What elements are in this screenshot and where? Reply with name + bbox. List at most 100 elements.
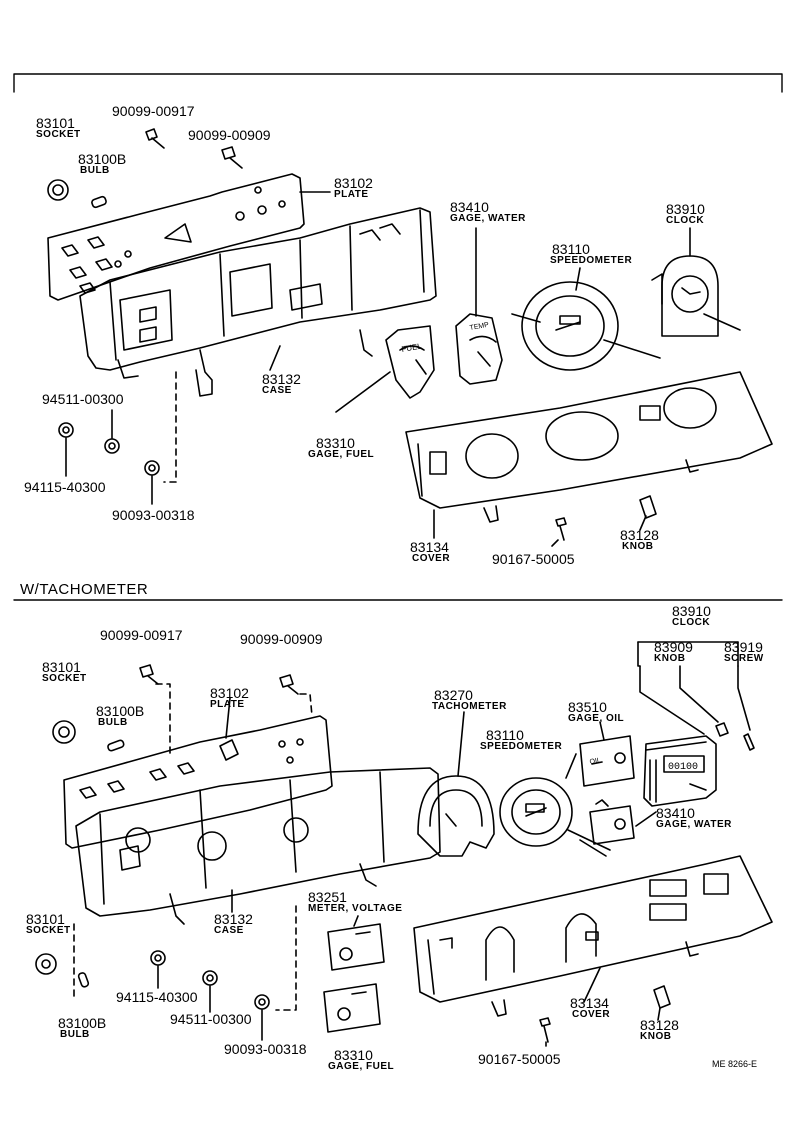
label-cover-upper: 83134	[410, 539, 449, 555]
socket-upper	[47, 179, 69, 201]
label-bolt-909-upper: 90099-00909	[188, 127, 271, 143]
label-speedo-lower: 83110	[486, 727, 524, 743]
label-cover-lower: 83134	[570, 995, 609, 1011]
bolt-917-lower	[139, 664, 159, 685]
socket-lower-a	[52, 720, 76, 744]
clock-digits-text: 00100	[668, 762, 698, 773]
label-knob-upper-name: KNOB	[622, 541, 654, 552]
label-nut-94511-lower: 94511-00300	[170, 1011, 252, 1027]
screw-upper	[555, 517, 567, 541]
label-clock-lower: 83910	[672, 603, 711, 619]
label-screw-upper: 90167-50005	[492, 551, 575, 567]
label-gage-oil-lower: 83510	[568, 699, 607, 715]
label-socket-lower-a-name: SOCKET	[42, 673, 87, 684]
label-socket-lower-a: 83101	[42, 659, 81, 675]
clock-knob-lower	[715, 722, 729, 737]
label-bulb-upper: 83100B	[78, 151, 127, 167]
water-gage-upper	[455, 313, 503, 385]
knob-upper	[639, 495, 657, 519]
label-knob-upper: 83128	[620, 527, 659, 543]
top-frame-line	[13, 73, 783, 93]
bulb-upper	[91, 195, 107, 209]
clock-lower	[643, 735, 717, 807]
plate-lower	[63, 715, 333, 849]
label-tach-lower: 83270	[434, 687, 473, 703]
label-cover-upper-name: COVER	[412, 553, 451, 564]
label-gage-fuel-upper: 83310	[316, 435, 355, 451]
fuel-face-text: FUEL	[401, 341, 423, 354]
voltage-meter-lower	[327, 923, 385, 971]
label-case-upper-name: CASE	[262, 385, 292, 396]
cover-upper	[405, 371, 773, 523]
nut-90093-upper	[144, 460, 160, 476]
clock-screw-lower	[743, 733, 755, 751]
label-voltage-lower-name: METER, VOLTAGE	[308, 903, 403, 914]
water-gage-lower	[579, 799, 635, 857]
knob-lower	[653, 985, 671, 1009]
screw-lower	[539, 1017, 551, 1043]
label-knob-lower-name: KNOB	[640, 1031, 672, 1042]
label-plate-upper: 83102	[334, 175, 373, 191]
label-clock-knob-lower-name: KNOB	[654, 653, 686, 664]
label-bulb-upper-name: BULB	[80, 165, 110, 176]
label-socket-upper: 83101	[36, 115, 75, 131]
label-bulb-lower-b-name: BULB	[60, 1029, 90, 1040]
speedometer-upper	[511, 281, 661, 371]
bulb-lower-a	[107, 739, 125, 752]
label-clock-lower-name: CLOCK	[672, 617, 711, 628]
label-plate-upper-name: PLATE	[334, 189, 369, 200]
clock-upper	[651, 255, 741, 337]
label-nut-90093-lower: 90093-00318	[224, 1041, 307, 1057]
label-clock-screw-lower-name: SCREW	[724, 653, 764, 664]
label-tach-lower-name: TACHOMETER	[432, 701, 507, 712]
fuel-gage-upper	[385, 325, 435, 399]
label-screw-lower: 90167-50005	[478, 1051, 561, 1067]
case-upper	[79, 207, 437, 397]
label-gage-fuel-lower-name: GAGE, FUEL	[328, 1061, 395, 1072]
label-bolt-917-upper: 90099-00917	[112, 103, 195, 119]
label-bulb-lower-a-name: BULB	[98, 717, 128, 728]
label-case-upper: 83132	[262, 371, 301, 387]
drawing-code: ME 8266-E	[712, 1059, 758, 1069]
label-socket-lower-b: 83101	[26, 911, 65, 927]
temp-face-text: TEMP	[469, 322, 490, 332]
label-clock-screw-lower: 83919	[724, 639, 763, 655]
label-socket-lower-b-name: SOCKET	[26, 925, 71, 936]
label-washer-lower: 94115-40300	[116, 989, 198, 1005]
label-clock-upper-name: CLOCK	[666, 215, 705, 226]
label-cover-lower-name: COVER	[572, 1009, 611, 1020]
case-lower	[75, 767, 441, 925]
label-nut-94511-upper: 94511-00300	[42, 391, 124, 407]
label-bolt-917-lower: 90099-00917	[100, 627, 183, 643]
nut-94511-lower	[202, 970, 218, 986]
cover-lower	[413, 855, 773, 1017]
plate-upper	[47, 173, 305, 301]
bolt-917-upper	[145, 128, 165, 149]
label-gage-oil-lower-name: GAGE, OIL	[568, 713, 625, 724]
label-bulb-lower-a: 83100B	[96, 703, 145, 719]
label-gage-water-lower-name: GAGE, WATER	[656, 819, 732, 830]
label-washer-upper: 94115-40300	[24, 479, 106, 495]
label-knob-lower: 83128	[640, 1017, 679, 1033]
label-gage-water-upper: 83410	[450, 199, 489, 215]
bolt-909-lower	[279, 674, 299, 695]
label-bulb-lower-b: 83100B	[58, 1015, 107, 1031]
label-plate-lower-name: PLATE	[210, 699, 245, 710]
label-bolt-909-lower: 90099-00909	[240, 631, 323, 647]
label-gage-fuel-upper-name: GAGE, FUEL	[308, 449, 375, 460]
washer-lower	[150, 950, 166, 966]
tachometer-lower	[417, 775, 495, 857]
label-case-lower: 83132	[214, 911, 253, 927]
label-clock-upper: 83910	[666, 201, 705, 217]
oil-face-text: OIL	[589, 757, 601, 766]
speedometer-lower	[499, 777, 611, 851]
nut-94511-upper	[104, 438, 120, 454]
socket-lower-b	[35, 953, 57, 975]
label-gage-water-upper-name: GAGE, WATER	[450, 213, 526, 224]
label-speedo-upper-name: SPEEDOMETER	[550, 255, 633, 266]
nut-90093-lower	[254, 994, 270, 1010]
washer-upper	[58, 422, 74, 438]
section-header-w-tachometer: W/TACHOMETER	[20, 581, 149, 598]
label-gage-water-lower: 83410	[656, 805, 695, 821]
